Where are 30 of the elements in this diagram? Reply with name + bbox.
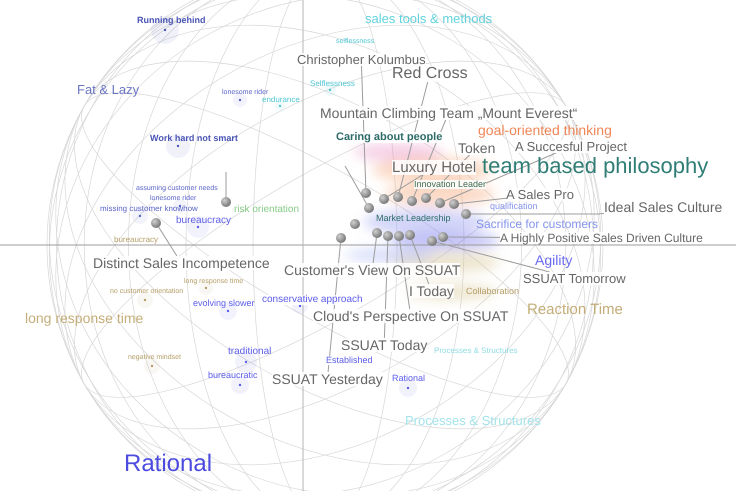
- word-cloud-term: long response time: [25, 311, 144, 325]
- word-cloud-term: Established: [326, 356, 373, 365]
- word-cloud-term: evolving slower: [193, 299, 255, 308]
- word-cloud-term: sales tools & methods: [365, 12, 492, 25]
- word-cloud-term: qualification: [490, 202, 538, 211]
- word-cloud-term: Collaboration: [466, 287, 520, 296]
- word-cloud-term: bureaucratic: [208, 371, 258, 380]
- word-cloud-term: Running behind: [137, 16, 206, 25]
- word-cloud-term: traditional: [228, 347, 272, 357]
- word-cloud-term: Processes & Structures: [434, 347, 518, 355]
- word-cloud-term: Caring about people: [336, 132, 442, 143]
- word-cloud-term: Selflessness: [310, 80, 355, 88]
- word-cloud-term: Rational: [124, 452, 212, 476]
- word-cloud-term: Work hard not smart: [150, 134, 238, 143]
- word-cloud-term: risk orientation: [234, 205, 300, 215]
- word-cloud-term: bureaucracy: [176, 216, 232, 226]
- word-cloud-term: missing customer knowhow: [100, 205, 198, 213]
- word-cloud-term: endurance: [262, 96, 300, 104]
- word-cloud-term: Innovation Leader: [414, 180, 486, 189]
- word-cloud-term: Sacrifice for customers: [476, 218, 598, 230]
- word-cloud-term: Fat & Lazy: [77, 83, 140, 96]
- word-cloud-term: Reaction Time: [527, 302, 623, 317]
- word-cloud-term: conservative approach: [262, 295, 363, 305]
- word-cloud-term: Market Leadership: [376, 214, 451, 223]
- word-cloud-term: team based philosophy: [482, 155, 708, 177]
- word-cloud-term: Processes & Structures: [405, 414, 541, 427]
- word-cloud-term: Agility: [535, 253, 572, 267]
- word-cloud-term: goal-oriented thinking: [478, 123, 612, 137]
- word-cloud-term: Rational: [392, 374, 426, 383]
- word-cloud-term: bureaucracy: [114, 236, 158, 244]
